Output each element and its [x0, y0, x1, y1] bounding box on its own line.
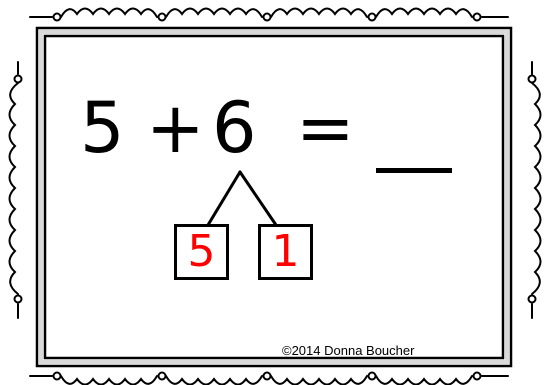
decomposition-box-first: 5: [174, 224, 229, 280]
equation-equals-sign: =: [296, 87, 355, 169]
split-line-right: [238, 170, 278, 227]
split-line-left: [206, 170, 242, 227]
answer-blank-line: [376, 168, 452, 173]
inner-frame: [43, 34, 505, 360]
equation-operator: +: [146, 87, 205, 169]
equation-left-operand: 5: [80, 87, 125, 169]
outer-frame: [35, 26, 513, 368]
decomposition-value-second: 1: [271, 226, 300, 277]
bottom-scallop-border: [29, 371, 509, 385]
copyright-notice: ©2014 Donna Boucher: [282, 343, 415, 358]
right-scallop-border: [527, 61, 542, 319]
decomposition-box-second: 1: [258, 224, 313, 280]
frame-gray-band: [39, 30, 509, 364]
left-scallop-border: [8, 61, 23, 319]
decomposition-value-first: 5: [187, 226, 216, 277]
top-scallop-border: [29, 7, 509, 22]
equation-right-operand: 6: [212, 87, 257, 169]
